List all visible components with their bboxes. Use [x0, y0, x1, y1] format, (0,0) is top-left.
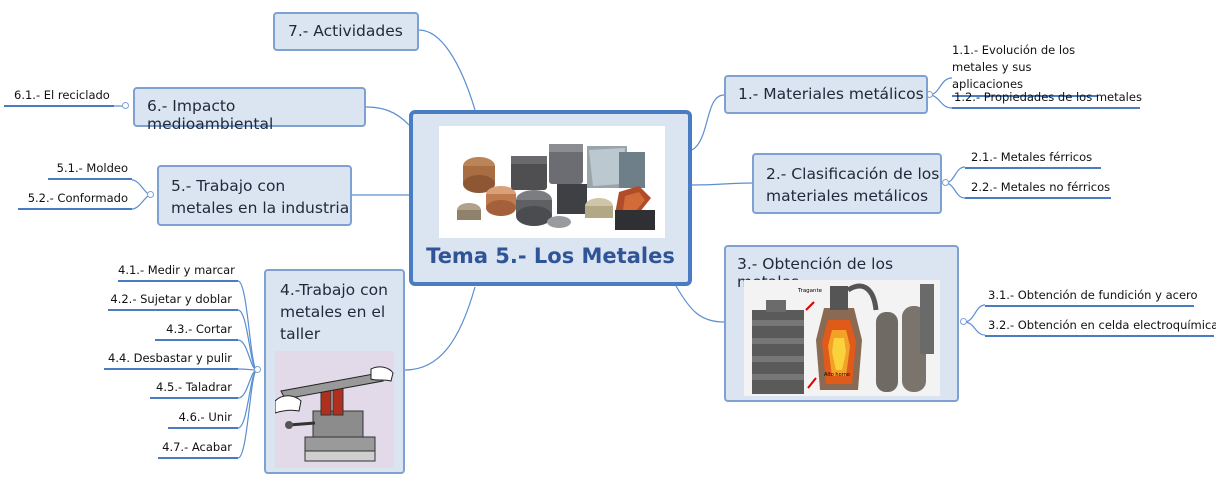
topic-trabajo-industria[interactable]: 5.- Trabajo con metales en la industria — [157, 165, 352, 226]
topic-label: 6.- Impacto medioambiental — [147, 97, 274, 133]
collapse-toggle-t4[interactable] — [254, 366, 261, 373]
collapse-toggle-t5[interactable] — [147, 191, 154, 198]
subtopic-5-2[interactable]: 5.2.- Conformado — [18, 191, 132, 210]
subtopic-4-4[interactable]: 4.4. Desbastar y pulir — [104, 351, 238, 370]
subtopic-6-1[interactable]: 6.1.- El reciclado — [4, 88, 114, 107]
topic-actividades[interactable]: 7.- Actividades — [273, 12, 419, 51]
topic-label-line2: metales en la industria — [171, 199, 350, 217]
subtopic-5-1[interactable]: 5.1.- Moldeo — [48, 161, 132, 180]
central-topic[interactable]: Tema 5.- Los Metales — [409, 110, 692, 286]
subtopic-1-1-line1: 1.1.- Evolución de los — [952, 43, 1076, 57]
topic-materiales-metalicos[interactable]: 1.- Materiales metálicos — [724, 75, 928, 114]
topic-label-line2: metales en el — [280, 303, 386, 321]
subtopic-4-1[interactable]: 4.1.- Medir y marcar — [118, 263, 238, 282]
metal-samples-photo — [439, 126, 665, 238]
subtopic-1-1[interactable]: 1.1.- Evolución de los metales y sus apl… — [952, 42, 1098, 97]
subtopic-4-5[interactable]: 4.5.- Taladrar — [150, 380, 238, 399]
collapse-toggle-t3[interactable] — [960, 318, 967, 325]
vise-filing-illustration — [275, 351, 394, 468]
subtopic-2-1[interactable]: 2.1.- Metales férricos — [965, 150, 1101, 169]
topic-label: 1.- Materiales metálicos — [738, 85, 924, 103]
subtopic-4-3[interactable]: 4.3.- Cortar — [155, 322, 238, 341]
subtopic-3-2[interactable]: 3.2.- Obtención en celda electroquímica — [985, 318, 1216, 337]
subtopic-4-7[interactable]: 4.7.- Acabar — [158, 440, 238, 459]
topic-label-line1: 4.-Trabajo con — [280, 281, 388, 299]
topic-clasificacion[interactable]: 2.- Clasificación de los materiales metá… — [752, 153, 942, 214]
topic-impacto[interactable]: 6.- Impacto medioambiental — [133, 87, 366, 133]
subtopic-4-2[interactable]: 4.2.- Sujetar y doblar — [108, 292, 238, 311]
collapse-toggle-t2[interactable] — [942, 179, 949, 186]
subtopic-3-1[interactable]: 3.1.- Obtención de fundición y acero — [985, 288, 1198, 307]
topic-label: 7.- Actividades — [288, 22, 403, 40]
collapse-toggle-t6[interactable] — [122, 102, 129, 109]
alto-horno-label: Alto horno — [824, 372, 850, 378]
topic-obtencion[interactable]: 3.- Obtención de los metales Tragante — [724, 245, 959, 402]
subtopic-1-1-line2: metales y sus aplicaciones — [952, 60, 1032, 91]
topic-trabajo-taller[interactable]: 4.-Trabajo con metales en el taller — [264, 269, 405, 474]
subtopic-1-2[interactable]: 1.2.- Propiedades de los metales — [952, 90, 1142, 109]
topic-label-line1: 2.- Clasificación de los — [766, 165, 940, 183]
subtopic-2-2[interactable]: 2.2.- Metales no férricos — [965, 180, 1111, 199]
central-title: Tema 5.- Los Metales — [426, 244, 675, 268]
tragante-label: Tragante — [797, 288, 823, 294]
blast-furnace-illustration: Tragante Alto horno — [744, 280, 940, 396]
subtopic-4-6[interactable]: 4.6.- Unir — [168, 410, 238, 429]
topic-label-line3: taller — [280, 325, 321, 343]
topic-label-line1: 5.- Trabajo con — [171, 177, 286, 195]
topic-label-line2: materiales metálicos — [766, 187, 929, 205]
